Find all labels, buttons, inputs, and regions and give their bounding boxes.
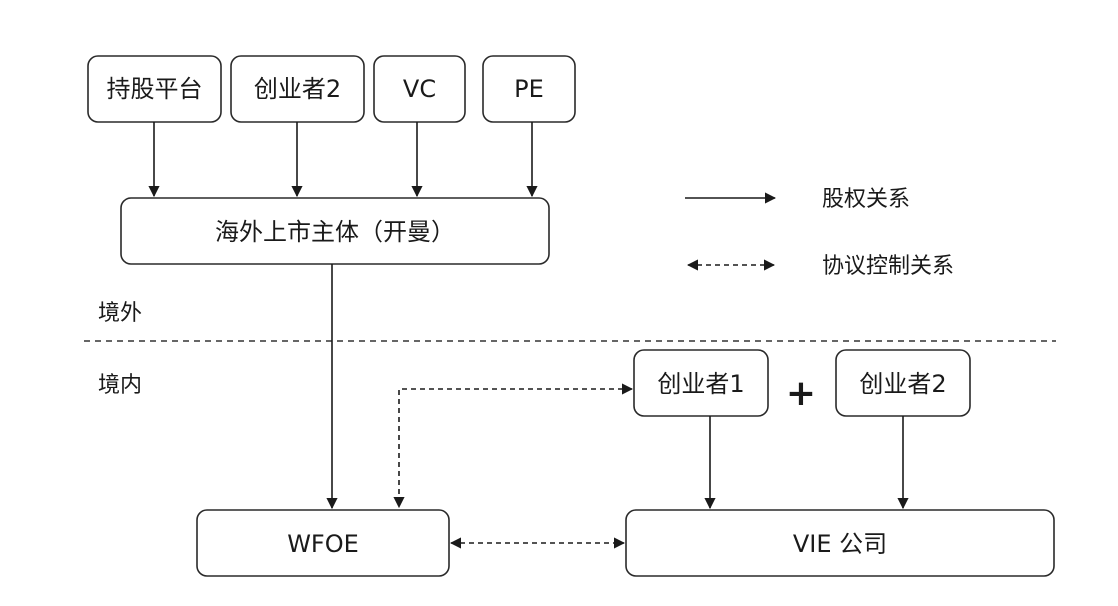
node-founder2-top-label: 创业者2 [254, 75, 341, 103]
node-pe-label: PE [514, 75, 544, 103]
node-vie-company-label: VIE 公司 [793, 530, 887, 558]
legend-equity-label: 股权关系 [822, 187, 910, 212]
node-holding-platform: 持股平台 [87, 55, 222, 123]
node-founder2-bottom: 创业者2 [835, 349, 971, 417]
node-vc: VC [373, 55, 466, 123]
region-offshore-label: 境外 [98, 301, 142, 326]
legend-agreement-label: 协议控制关系 [822, 254, 954, 279]
node-vc-label: VC [403, 75, 436, 103]
region-onshore-label: 境内 [98, 373, 142, 398]
node-wfoe: WFOE [196, 509, 450, 577]
node-wfoe-label: WFOE [287, 530, 359, 558]
node-holding-platform-label: 持股平台 [107, 75, 203, 103]
node-founder1-label: 创业者1 [657, 370, 744, 398]
node-vie-company: VIE 公司 [625, 509, 1055, 577]
plus-sign: + [786, 373, 816, 414]
node-offshore-entity-label: 海外上市主体（开曼） [215, 218, 455, 246]
edge-founder1-wfoe-agreement [393, 383, 634, 509]
node-founder1: 创业者1 [633, 349, 769, 417]
node-founder2-bottom-label: 创业者2 [859, 370, 946, 398]
node-offshore-entity: 海外上市主体（开曼） [120, 197, 550, 265]
node-founder2-top: 创业者2 [230, 55, 365, 123]
node-pe: PE [482, 55, 576, 123]
